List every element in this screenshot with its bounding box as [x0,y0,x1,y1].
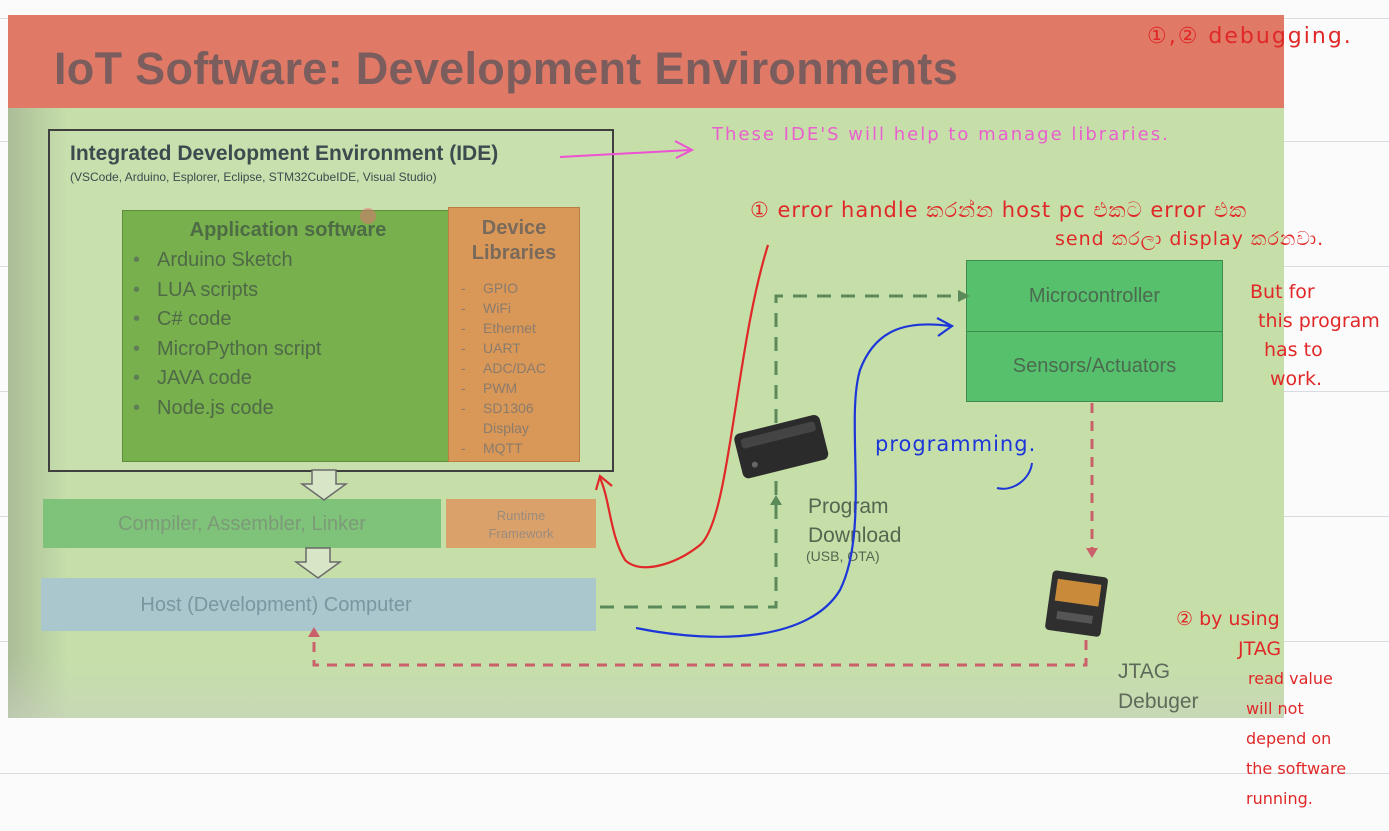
device-list: -GPIO -WiFi -Ethernet -UART -ADC/DAC -PW… [461,280,546,460]
device-title: Device Libraries [471,217,557,264]
list-item: -PWM [461,380,518,396]
list-item: •JAVA code [133,367,252,389]
jtag-debugger-label: JTAG Debuger [1118,660,1199,713]
list-item: -SD1306 [461,400,534,416]
list-item: •C# code [133,308,232,330]
blue-flourish [996,462,1033,490]
arrow-head [958,290,970,302]
note-debugging: ①,② debugging. [1147,24,1353,49]
ruled-line [0,773,1389,774]
laser-dot [360,208,376,224]
runtime-box: Runtime Framework [446,499,596,548]
list-item: -WiFi [461,300,511,316]
slide-connectors [293,208,1108,667]
list-item: -ADC/DAC [461,360,547,376]
arrow-head [770,495,782,505]
hollow-arrow-down [299,469,349,501]
note-error-line-2: send කරලා display කරනවා. [1055,228,1325,250]
runtime-label: Runtime Framework [488,508,554,541]
compiler-box: Compiler, Assembler, Linker [43,499,441,548]
host-label: Host (Development) Computer [140,594,412,616]
slide-title: IoT Software: Development Environments [54,43,959,94]
program-download-sub: (USB, OTA) [806,548,880,564]
ide-subtitle: (VSCode, Arduino, Esplorer, Eclipse, STM… [70,170,437,184]
sensors-label: Sensors/Actuators [1012,355,1177,377]
jtag-return-path [312,635,1088,667]
pink-arrow [559,149,691,158]
jtag-debugger-icon [1045,570,1108,637]
application-software-box: Application software •Arduino Sketch •LU… [122,210,454,462]
photo-shadow [8,658,1284,718]
note-error-line-1: ① error handle කරන්න host pc එකට error එ… [750,198,1248,222]
slide-photo: IoT Software: Development Environments I… [8,15,1284,718]
compiler-label: Compiler, Assembler, Linker [118,513,366,535]
arrow-head [1086,548,1098,558]
note-ide-libraries: These IDE'S will help to manage librarie… [712,124,1170,145]
ide-title: Integrated Development Environment (IDE) [70,142,499,165]
hollow-arrow-down [293,547,343,579]
list-item: -MQTT [461,440,523,456]
host-computer-box: Host (Development) Computer [41,578,596,631]
programmer-device-icon [734,414,829,479]
list-item: Display [483,420,529,436]
pink-arrowhead [674,140,695,159]
microcontroller-box: Microcontroller Sensors/Actuators [966,260,1223,402]
blue-programming-curve [635,323,951,638]
list-item: -GPIO [461,280,519,296]
divider [967,331,1222,332]
list-item: •MicroPython script [133,337,322,360]
red-arrowhead [594,474,613,491]
note-programming: programming. [875,432,1037,456]
list-item: •Arduino Sketch [133,249,293,271]
list-item: -UART [461,340,521,356]
program-download-path [600,294,958,609]
arrow-head [308,627,320,637]
note-jtag: ② by using JTAG read value will not depe… [1176,608,1347,808]
slide-title-bar: IoT Software: Development Environments [8,15,1284,108]
list-item: •Node.js code [133,396,274,419]
device-libraries-box: Device Libraries -GPIO -WiFi -Ethernet -… [448,207,580,462]
note-but-for: But for this program has to work. [1250,281,1380,390]
blue-arrowhead [936,317,955,337]
red-error-curve [598,244,770,569]
list-item: •LUA scripts [133,278,259,301]
app-list: •Arduino Sketch •LUA scripts •C# code •M… [133,249,322,426]
microcontroller-label: Microcontroller [1028,285,1161,307]
app-title: Application software [189,219,387,241]
list-item: -Ethernet [461,320,536,336]
